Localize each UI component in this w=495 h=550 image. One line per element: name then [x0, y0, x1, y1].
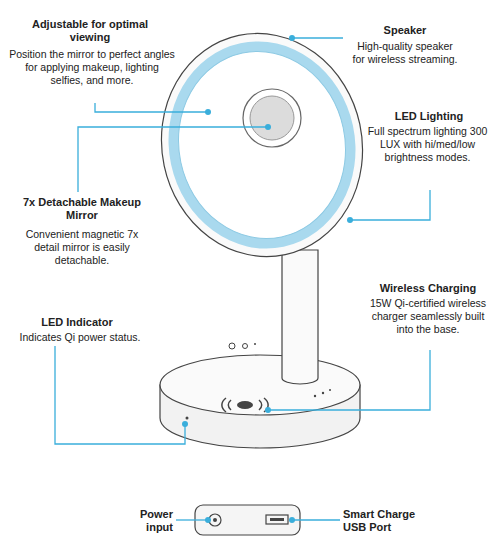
callout-heading: Speaker [350, 24, 460, 37]
callout-text: Position the mirror to perfect angles fo… [8, 48, 176, 87]
leader-lines [55, 38, 430, 520]
callout-text: High-quality speaker for wireless stream… [350, 40, 460, 66]
leader-dots [182, 35, 353, 523]
callout-text: Convenient magnetic 7x detail mirror is … [12, 228, 152, 267]
callout-heading: LED Indicator [12, 316, 142, 329]
callout-heading: 7x Detachable Makeup Mirror [12, 196, 152, 222]
callout-heading: Adjustable for optimal viewing [15, 18, 165, 44]
callout-text: 15W Qi-certified wireless charger seamle… [368, 297, 488, 336]
callout-text: Indicates Qi power status. [5, 331, 155, 344]
callout-heading: Smart Charge USB Port [343, 508, 423, 534]
callout-text: Full spectrum lighting 300 LUX with hi/m… [365, 125, 490, 164]
callout-heading: Power input [128, 508, 173, 534]
callout-heading: LED Lighting [370, 110, 488, 123]
callout-heading: Wireless Charging [368, 282, 488, 295]
